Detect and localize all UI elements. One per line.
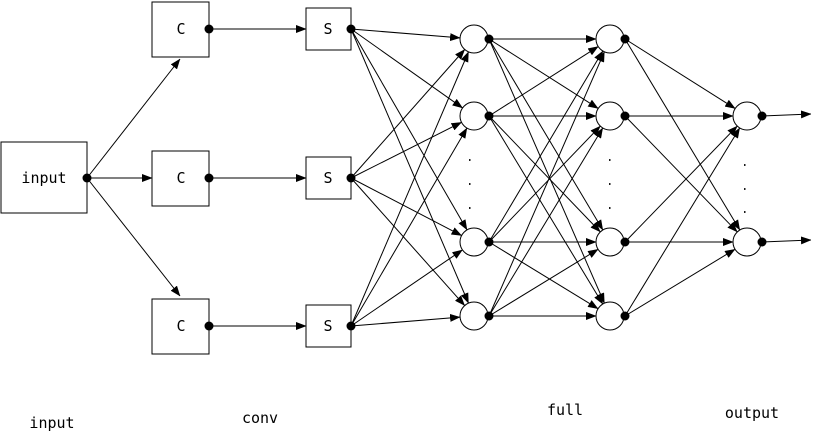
ellipsis-dot — [609, 207, 611, 209]
arrow — [624, 248, 735, 317]
output-neuron — [732, 101, 762, 131]
ellipsis-dot — [744, 164, 746, 166]
input-box — [0, 141, 88, 214]
conv-box-label: C — [176, 20, 185, 38]
ellipsis-dot — [744, 211, 746, 213]
ellipsis-dot — [744, 188, 746, 190]
hidden1-neuron — [459, 227, 489, 257]
arrow — [624, 126, 738, 243]
hidden1-neuron — [459, 24, 489, 54]
output-dot — [484, 311, 494, 321]
output-dot — [620, 111, 630, 121]
ellipsis-dot — [609, 183, 611, 185]
sub-box-label: S — [323, 317, 332, 335]
ellipsis-dot — [469, 159, 471, 161]
output-dot — [204, 24, 214, 34]
output-dot — [204, 321, 214, 331]
arrow — [488, 248, 598, 317]
arrow — [624, 115, 738, 232]
ellipsis-dot — [609, 159, 611, 161]
layer-label-input: input — [29, 414, 74, 432]
arrow — [488, 38, 604, 230]
conv-box — [151, 150, 210, 207]
output-dot — [484, 237, 494, 247]
conv-box-label: C — [176, 317, 185, 335]
output-neuron — [732, 227, 762, 257]
hidden2-neuron — [595, 24, 625, 54]
labels: input C C C S S S input conv full output — [21, 20, 779, 432]
output-dot — [620, 237, 630, 247]
arrow — [624, 38, 735, 109]
layer-label-conv: conv — [242, 409, 278, 427]
connections — [86, 28, 811, 327]
arrow — [488, 52, 605, 317]
hidden1-neuron — [459, 301, 489, 331]
output-dot — [82, 173, 92, 183]
arrow — [488, 241, 598, 310]
arrow — [350, 249, 462, 327]
layer-label-output: output — [725, 404, 779, 422]
arrow — [350, 121, 461, 179]
arrow — [86, 59, 181, 179]
arrow — [488, 128, 604, 317]
arrow — [86, 177, 181, 296]
output-dot — [346, 173, 356, 183]
hidden2-neuron — [595, 301, 625, 331]
arrow — [350, 52, 469, 327]
hidden1-neuron — [459, 101, 489, 131]
output-dot — [757, 111, 767, 121]
arrow — [350, 317, 460, 327]
nodes — [0, 1, 767, 355]
arrow — [350, 177, 462, 236]
arrow — [350, 28, 463, 109]
sub-box-label: S — [323, 169, 332, 187]
arrow — [350, 28, 469, 303]
hidden2-neuron — [595, 227, 625, 257]
hidden2-neuron — [595, 101, 625, 131]
output-dot — [757, 237, 767, 247]
arrow — [488, 46, 598, 117]
output-dot — [204, 173, 214, 183]
arrow — [350, 28, 460, 38]
arrow — [624, 128, 741, 317]
arrow — [488, 38, 598, 109]
conv-box-label: C — [176, 169, 185, 187]
arrow — [624, 38, 741, 230]
output-dot — [346, 24, 356, 34]
arrow — [488, 38, 605, 303]
sub-box-label: S — [323, 20, 332, 38]
arrow — [761, 240, 811, 242]
input-box-label: input — [21, 169, 66, 187]
output-dot — [484, 34, 494, 44]
arrow — [488, 115, 604, 304]
output-dot — [346, 321, 356, 331]
ellipsis-dot — [469, 183, 471, 185]
conv-box — [151, 1, 210, 58]
output-dot — [484, 111, 494, 121]
output-dot — [620, 34, 630, 44]
arrow — [350, 49, 466, 179]
layer-label-full: full — [547, 401, 583, 419]
arrow — [350, 28, 468, 230]
conv-box — [151, 298, 210, 355]
output-dot — [620, 311, 630, 321]
arrow — [350, 128, 468, 327]
arrow — [761, 114, 811, 116]
ellipsis-dot — [469, 207, 471, 209]
arrow — [350, 177, 466, 306]
subsample-box — [305, 304, 352, 348]
arrow — [488, 115, 601, 232]
arrow — [488, 126, 601, 243]
arrow — [488, 51, 604, 243]
